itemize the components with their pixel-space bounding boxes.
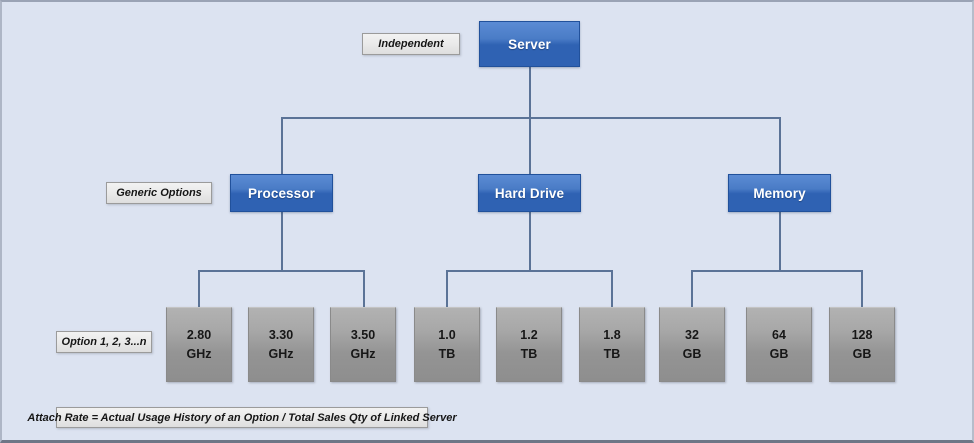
footnote-attach-rate-label: Attach Rate = Actual Usage History of an… [27, 411, 457, 424]
connector-hard-drive-opt3 [611, 270, 613, 308]
connector-memory-down [779, 212, 781, 272]
option-value: 64 [772, 327, 786, 342]
option-value: 1.0 [438, 327, 456, 342]
connector-down-processor [281, 117, 283, 174]
level-tag-independent-label: Independent [378, 38, 444, 50]
option-unit: GB [769, 346, 789, 361]
node-hard-drive-label: Hard Drive [494, 185, 565, 201]
level-tag-generic-options: Generic Options [106, 182, 212, 204]
connector-processor-bus [198, 270, 365, 272]
option-value: 1.8 [603, 327, 621, 342]
option-node-processor-3[interactable]: 3.50 GHz [330, 307, 396, 382]
option-unit: TB [438, 346, 456, 361]
option-value: 2.80 [186, 327, 212, 342]
option-unit: GHz [268, 346, 294, 361]
connector-processor-opt1 [198, 270, 200, 308]
option-value: 1.2 [520, 327, 538, 342]
option-node-hard-drive-3[interactable]: 1.8 TB [579, 307, 645, 382]
connector-memory-opt3 [861, 270, 863, 308]
option-unit: GHz [186, 346, 212, 361]
option-node-memory-2[interactable]: 64 GB [746, 307, 812, 382]
option-unit: TB [520, 346, 538, 361]
option-node-memory-1[interactable]: 32 GB [659, 307, 725, 382]
connector-server-down [529, 67, 531, 119]
option-node-processor-2[interactable]: 3.30 GHz [248, 307, 314, 382]
connector-memory-opt1 [691, 270, 693, 308]
footnote-attach-rate: Attach Rate = Actual Usage History of an… [27, 407, 457, 428]
node-processor-label: Processor [248, 185, 315, 201]
option-node-hard-drive-2[interactable]: 1.2 TB [496, 307, 562, 382]
level-tag-option-series: Option 1, 2, 3...n [56, 331, 152, 353]
node-server[interactable]: Server [479, 21, 580, 67]
option-node-hard-drive-1[interactable]: 1.0 TB [414, 307, 480, 382]
level-tag-option-series-label: Option 1, 2, 3...n [61, 336, 147, 348]
option-unit: GB [682, 346, 702, 361]
option-value: 3.30 [268, 327, 294, 342]
connector-processor-down [281, 212, 283, 272]
node-processor[interactable]: Processor [230, 174, 333, 212]
option-unit: GHz [350, 346, 376, 361]
option-unit: GB [852, 346, 872, 361]
node-hard-drive[interactable]: Hard Drive [478, 174, 581, 212]
option-unit: TB [603, 346, 621, 361]
level-tag-generic-options-label: Generic Options [116, 187, 202, 199]
option-value: 128 [851, 327, 873, 342]
node-server-label: Server [508, 36, 551, 52]
option-value: 32 [685, 327, 699, 342]
connector-hard-drive-bus [446, 270, 613, 272]
connector-down-memory [779, 117, 781, 174]
option-node-memory-3[interactable]: 128 GB [829, 307, 895, 382]
option-value: 3.50 [350, 327, 376, 342]
node-memory-label: Memory [753, 185, 806, 201]
connector-down-hard-drive [529, 117, 531, 174]
connector-hard-drive-down [529, 212, 531, 272]
connector-level1-bus [281, 117, 781, 119]
node-memory[interactable]: Memory [728, 174, 831, 212]
connector-hard-drive-opt1 [446, 270, 448, 308]
level-tag-independent: Independent [362, 33, 460, 55]
connector-memory-bus [691, 270, 863, 272]
option-node-processor-1[interactable]: 2.80 GHz [166, 307, 232, 382]
connector-processor-opt3 [363, 270, 365, 308]
